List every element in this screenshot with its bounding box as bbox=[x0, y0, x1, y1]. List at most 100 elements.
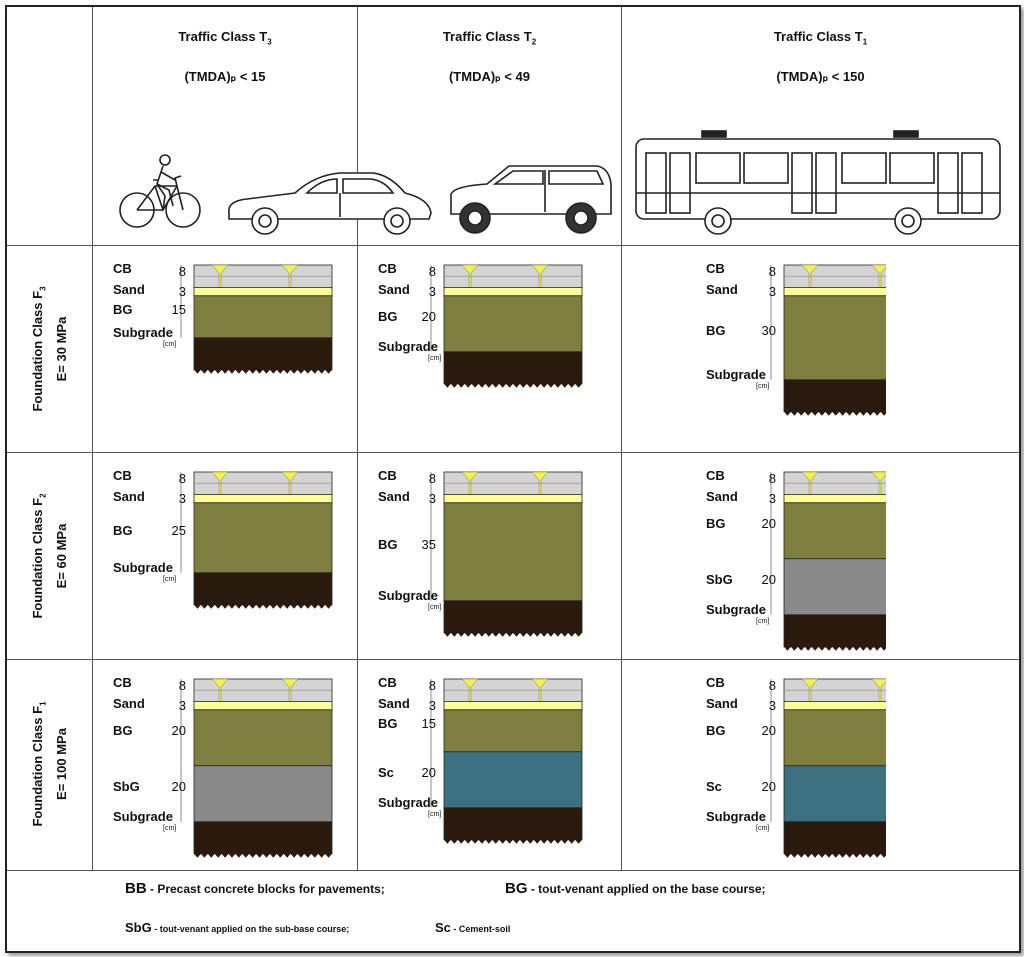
layer-sand bbox=[443, 701, 583, 711]
layer-label: BG bbox=[113, 522, 133, 538]
layer-thickness: 20 bbox=[761, 778, 776, 794]
column-title-subscript: 2 bbox=[531, 37, 537, 47]
legend-description: - Precast concrete blocks for pavements; bbox=[146, 882, 385, 896]
layer-stack bbox=[430, 264, 583, 388]
layer-label: BG bbox=[113, 722, 133, 738]
grid-line bbox=[621, 7, 622, 870]
column-header-t2: Traffic Class T2 (TMDA)ₚ < 49 bbox=[358, 7, 621, 102]
layer-sand bbox=[193, 701, 333, 711]
layer-thickness: 3 bbox=[768, 284, 776, 300]
layer-label: Sand bbox=[113, 282, 145, 298]
layer-label: Sand bbox=[113, 696, 145, 712]
layer-label: CB bbox=[378, 261, 397, 276]
row-header-f1: Foundation Class F1 E= 100 MPa bbox=[29, 659, 69, 869]
layer-subgrade bbox=[193, 572, 333, 606]
layer-label: SbG bbox=[113, 778, 140, 794]
legend-description: - tout-venant applied on the sub-base co… bbox=[151, 924, 350, 934]
subgrade-edge bbox=[784, 646, 886, 651]
layer-thickness: 3 bbox=[768, 491, 776, 507]
layer-subgrade bbox=[443, 351, 583, 385]
layer-sand bbox=[783, 287, 886, 297]
layer-stack bbox=[770, 678, 886, 858]
subgrade-edge bbox=[784, 411, 886, 416]
layer-label: Sc bbox=[378, 764, 394, 780]
layer-bg bbox=[783, 295, 886, 381]
layer-stack bbox=[430, 471, 583, 637]
row-title: Foundation Class F bbox=[30, 497, 45, 619]
row-title-subscript: 3 bbox=[38, 286, 48, 291]
column-title-subscript: 1 bbox=[862, 37, 868, 47]
column-title-subscript: 3 bbox=[267, 37, 272, 47]
column-header-t1: Traffic Class T1 (TMDA)ₚ < 150 bbox=[622, 7, 1019, 102]
layer-bg bbox=[443, 709, 583, 753]
layer-label: CB bbox=[113, 675, 132, 690]
layer-sc bbox=[443, 751, 583, 809]
layer-thickness: 20 bbox=[761, 722, 776, 738]
layer-thickness: 8 bbox=[178, 678, 186, 693]
layer-sc bbox=[783, 765, 886, 823]
layer-label: CB bbox=[113, 468, 132, 483]
legend-item-sc: Sc - Cement-soil bbox=[435, 919, 510, 937]
layer-subgrade bbox=[443, 600, 583, 634]
diagram-frame: Traffic Class T3 (TMDA)ₚ < 15 Traffic Cl… bbox=[5, 5, 1021, 953]
layer-thickness: 8 bbox=[178, 264, 186, 279]
legend-item-bg: BG - tout-venant applied on the base cou… bbox=[505, 880, 766, 898]
layer-stack bbox=[180, 264, 333, 374]
column-traffic-limit: (TMDA)ₚ < 49 bbox=[448, 69, 531, 84]
layer-label: Sc bbox=[706, 778, 722, 794]
unit-label: [cm] bbox=[756, 824, 770, 832]
layer-label: BG bbox=[706, 722, 726, 738]
layer-label: CB bbox=[706, 261, 725, 276]
layer-label: Sand bbox=[378, 282, 410, 298]
layer-subgrade bbox=[193, 337, 333, 371]
layer-thickness: 20 bbox=[421, 308, 436, 324]
row-header-f2: Foundation Class F2 E= 60 MPa bbox=[29, 451, 69, 661]
subgrade-edge bbox=[194, 604, 332, 609]
column-header-t3: Traffic Class T3 (TMDA)ₚ < 15 bbox=[93, 7, 357, 102]
layer-label: Subgrade bbox=[378, 338, 438, 354]
column-title: Traffic Class T bbox=[773, 29, 863, 44]
car-icon bbox=[228, 172, 432, 235]
layer-thickness: 3 bbox=[428, 698, 436, 714]
legend-key: BG bbox=[505, 880, 528, 897]
layer-thickness: 8 bbox=[768, 678, 776, 693]
layer-bg bbox=[783, 709, 886, 767]
unit-label: [cm] bbox=[428, 810, 442, 818]
layer-bg bbox=[443, 502, 583, 602]
subgrade-edge bbox=[444, 839, 582, 844]
layer-thickness: 20 bbox=[761, 515, 776, 531]
layer-thickness: 3 bbox=[768, 698, 776, 714]
layer-subgrade bbox=[443, 807, 583, 841]
layer-sand bbox=[193, 494, 333, 504]
layer-thickness: 8 bbox=[428, 471, 436, 486]
layer-subgrade bbox=[783, 379, 886, 413]
layer-thickness: 8 bbox=[768, 264, 776, 279]
subgrade-edge bbox=[444, 632, 582, 637]
layer-stack bbox=[770, 471, 886, 651]
column-title: Traffic Class T bbox=[442, 29, 532, 44]
subgrade-edge bbox=[444, 383, 582, 388]
layer-sbg bbox=[193, 765, 333, 823]
row-header-f3: Foundation Class F3 E= 30 MPa bbox=[29, 244, 69, 454]
legend-item-sbg: SbG - tout-venant applied on the sub-bas… bbox=[125, 919, 349, 937]
layer-label: Subgrade bbox=[113, 559, 173, 575]
layer-sand bbox=[443, 287, 583, 297]
layer-label: BG bbox=[378, 536, 398, 552]
subgrade-edge bbox=[194, 369, 332, 374]
layer-label: Subgrade bbox=[378, 587, 438, 603]
legend-key: SbG bbox=[125, 920, 152, 935]
layer-thickness: 20 bbox=[171, 722, 186, 738]
layer-thickness: 8 bbox=[428, 264, 436, 279]
unit-label: [cm] bbox=[163, 575, 177, 583]
layer-label: BG bbox=[706, 515, 726, 531]
layer-thickness: 30 bbox=[761, 322, 776, 338]
legend-key: Sc bbox=[435, 920, 451, 935]
layer-label: CB bbox=[378, 468, 397, 483]
layer-label: BG bbox=[378, 715, 398, 731]
layer-thickness: 15 bbox=[171, 301, 186, 317]
layer-label: Sand bbox=[706, 696, 738, 712]
